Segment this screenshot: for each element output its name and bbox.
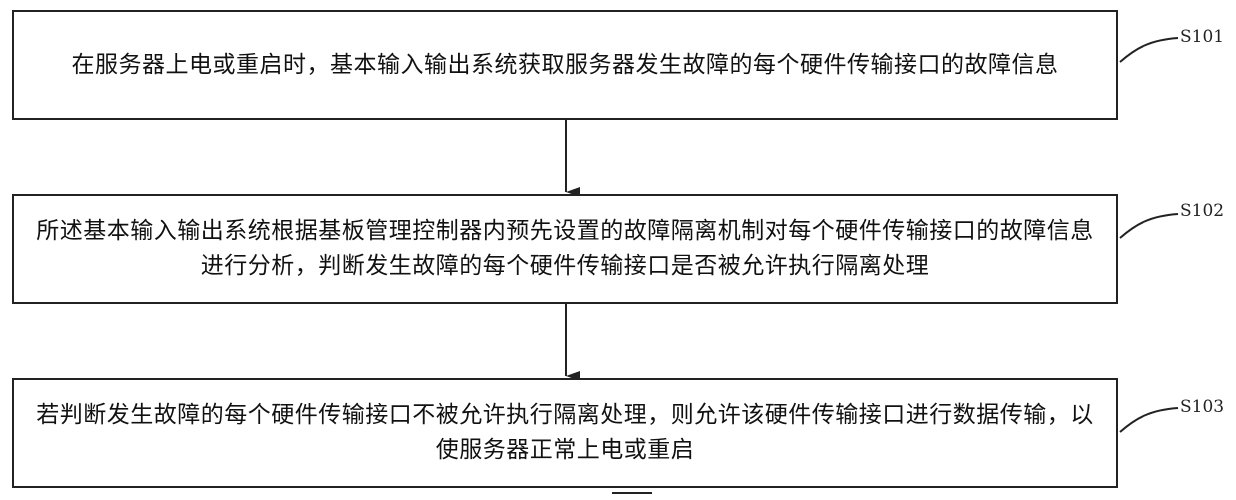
step-box-s102: 所述基本输入输出系统根据基板管理控制器内预先设置的故障隔离机制对每个硬件传输接口… bbox=[12, 194, 1118, 304]
step-box-s103: 若判断发生故障的每个硬件传输接口不被允许执行隔离处理，则允许该硬件传输接口进行数… bbox=[12, 378, 1118, 488]
step-label-s103: S103 bbox=[1180, 397, 1225, 417]
leader-line-s102 bbox=[1119, 213, 1179, 239]
step-text-s103: 若判断发生故障的每个硬件传输接口不被允许执行隔离处理，则允许该硬件传输接口进行数… bbox=[36, 402, 1094, 463]
step-text-s101: 在服务器上电或重启时，基本输入输出系统获取服务器发生故障的每个硬件传输接口的故障… bbox=[71, 51, 1059, 78]
step-text-s102: 所述基本输入输出系统根据基板管理控制器内预先设置的故障隔离机制对每个硬件传输接口… bbox=[36, 218, 1094, 279]
figure-edge-fragment bbox=[612, 492, 652, 494]
leader-line-s103 bbox=[1119, 407, 1179, 433]
leader-line-s101 bbox=[1119, 37, 1179, 63]
step-label-s101: S101 bbox=[1180, 27, 1225, 47]
step-box-s101: 在服务器上电或重启时，基本输入输出系统获取服务器发生故障的每个硬件传输接口的故障… bbox=[12, 10, 1118, 120]
step-label-s102: S102 bbox=[1180, 201, 1225, 221]
